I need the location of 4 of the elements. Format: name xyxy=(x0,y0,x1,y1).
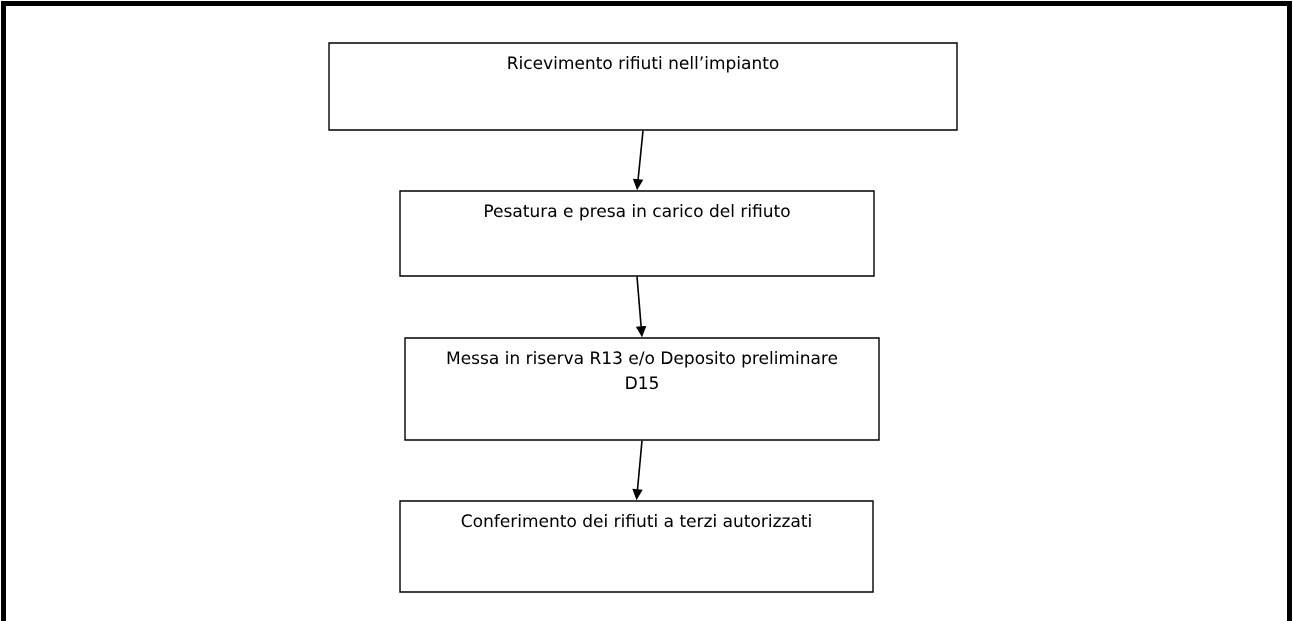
process-box: Conferimento dei rifiuti a terzi autorizzati xyxy=(399,500,874,593)
process-box: Pesatura e presa in carico del rifiuto xyxy=(399,190,875,277)
process-box: Ricevimento rifiuti nell’impianto xyxy=(328,42,958,131)
process-box: Messa in riserva R13 e/o Deposito preliminare D15 xyxy=(404,337,880,441)
